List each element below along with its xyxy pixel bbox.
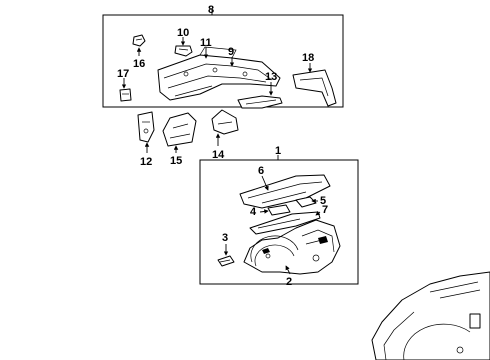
part-4-bracket bbox=[267, 204, 291, 216]
callout-8: 8 bbox=[208, 4, 214, 16]
part-17-block bbox=[119, 88, 132, 102]
part-14-bracket bbox=[211, 109, 239, 135]
part-16-clip bbox=[132, 34, 146, 47]
callout-12: 12 bbox=[140, 156, 152, 168]
part-6-apron-rail bbox=[239, 174, 331, 209]
callout-13: 13 bbox=[265, 71, 277, 83]
part-18-outer-bracket bbox=[292, 69, 337, 107]
leader-2 bbox=[285, 265, 291, 275]
callout-16: 16 bbox=[133, 58, 145, 70]
callout-14: 14 bbox=[212, 149, 225, 161]
upper-assembly-box bbox=[102, 14, 344, 108]
callout-17: 17 bbox=[117, 68, 129, 80]
leader-7 bbox=[315, 210, 321, 216]
part-10-bracket bbox=[174, 45, 193, 57]
callout-6: 6 bbox=[258, 165, 264, 177]
callout-11: 11 bbox=[200, 37, 212, 49]
callout-2: 2 bbox=[286, 276, 292, 288]
callout-10: 10 bbox=[177, 27, 189, 39]
callout-18: 18 bbox=[302, 52, 314, 64]
leader-6 bbox=[261, 175, 269, 191]
callout-1: 1 bbox=[275, 145, 281, 157]
part-9-frame-rail bbox=[157, 46, 281, 101]
callout-5: 5 bbox=[320, 195, 326, 207]
callout-7: 7 bbox=[322, 204, 328, 216]
part-7-reinforcement bbox=[249, 211, 321, 235]
callout-9: 9 bbox=[228, 46, 234, 58]
part-15-bracket bbox=[162, 112, 197, 147]
fender-panel bbox=[371, 271, 490, 360]
callout-4: 4 bbox=[250, 206, 257, 218]
callout-15: 15 bbox=[170, 155, 182, 167]
part-12-bracket bbox=[137, 111, 155, 143]
part-13-extension bbox=[237, 95, 283, 109]
callout-3: 3 bbox=[222, 232, 228, 244]
leader-4 bbox=[259, 209, 269, 214]
part-2-apron-assembly bbox=[243, 219, 341, 275]
part-5-clip bbox=[295, 196, 317, 208]
lower-assembly-box bbox=[199, 159, 359, 285]
part-3-clip bbox=[217, 255, 235, 267]
